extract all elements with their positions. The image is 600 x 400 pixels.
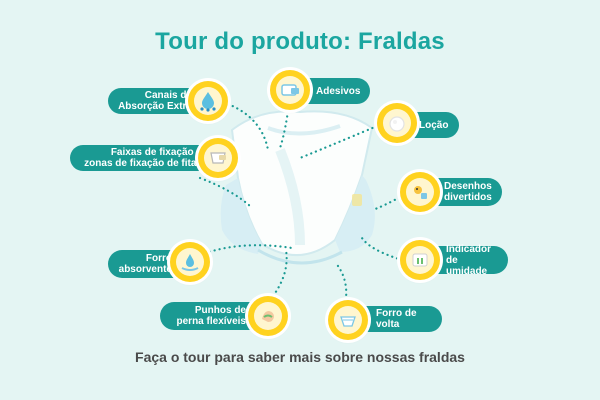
feature-desenhos-badge[interactable] — [400, 172, 440, 212]
footer-caption: Faça o tour para saber mais sobre nossas… — [135, 349, 465, 365]
fun-print-icon — [414, 186, 427, 199]
absorbent-liner-icon — [181, 254, 199, 271]
wetness-indicator-icon — [412, 253, 428, 267]
back-liner-icon — [340, 316, 356, 327]
feature-punhos-badge[interactable] — [248, 296, 288, 336]
feature-punhos-label: Punhos de perna flexíveis — [176, 305, 246, 327]
feature-canais-badge[interactable] — [188, 81, 228, 121]
feature-forro-label: Forro absorvente — [118, 253, 172, 275]
feature-locao-label: Loção — [419, 119, 449, 131]
feature-desenhos-label: Desenhos divertidos — [444, 181, 492, 203]
diaper-image — [220, 110, 375, 265]
feature-adesivos-badge[interactable] — [270, 70, 310, 110]
feature-canais-label: Canais de Absorção Extra — [118, 90, 192, 112]
absorption-drops-icon — [200, 92, 216, 112]
feature-indicador-label: Indicador de umidade — [446, 243, 492, 277]
adhesive-tab-icon — [281, 84, 299, 96]
lotion-icon — [389, 116, 405, 132]
feature-forro-volta-label: Forro de volta — [376, 308, 417, 330]
feature-faixas-badge[interactable] — [198, 138, 238, 178]
feature-locao-badge[interactable] — [377, 103, 417, 143]
leg-cuff-icon — [262, 311, 274, 322]
feature-faixas-label: Faixas de fixação e zonas de fixação de … — [84, 147, 202, 169]
feature-indicador-badge[interactable] — [400, 240, 440, 280]
feature-adesivos-label: Adesivos — [316, 85, 361, 97]
feature-forro-badge[interactable] — [170, 242, 210, 282]
feature-forro-volta-badge[interactable] — [328, 300, 368, 340]
page-title: Tour do produto: Fraldas — [155, 28, 445, 55]
fastening-band-icon — [210, 152, 226, 164]
